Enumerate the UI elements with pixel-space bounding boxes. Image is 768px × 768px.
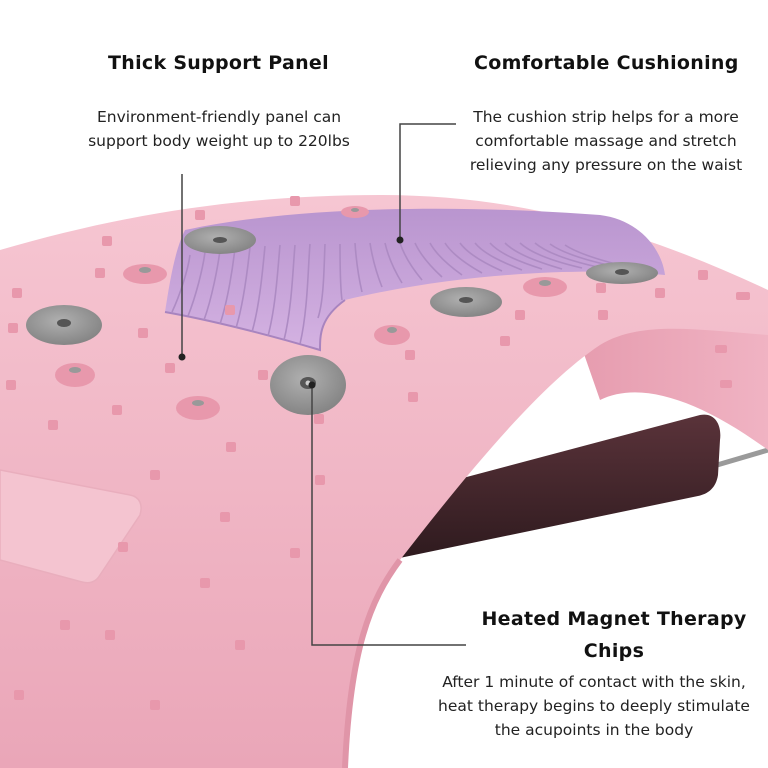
magnet-chips-desc-line: heat therapy begins to deeply stimulate	[438, 697, 750, 715]
magnet-chips-desc-line: the acupoints in the body	[494, 721, 694, 739]
magnet-chips-title-line: Chips	[583, 640, 645, 662]
panel-edge	[342, 558, 403, 768]
massage-nubs	[6, 196, 750, 710]
magnet-chip	[586, 262, 658, 284]
callout-support-panel	[178, 174, 186, 361]
magnet-chip	[184, 226, 256, 254]
cushioning-desc-line: comfortable massage and stretch	[475, 132, 737, 150]
foam-bar	[380, 414, 721, 560]
label-pad	[0, 469, 142, 584]
magnet-chips-title-line: Heated Magnet Therapy	[481, 608, 747, 630]
support-panel-desc-line: support body weight up to 220lbs	[88, 132, 350, 150]
cushioning-desc-line: relieving any pressure on the waist	[469, 156, 743, 174]
magnet-chips-description: After 1 minute of contact with the skin,…	[426, 670, 762, 742]
support-panel-desc-line: Environment-friendly panel can	[96, 108, 342, 126]
support-panel-title: Thick Support Panel	[108, 52, 329, 74]
callout-magnet-chips	[308, 381, 466, 646]
callout-cushioning	[396, 123, 456, 244]
cushion-strip	[164, 208, 665, 352]
cushioning-title: Comfortable Cushioning	[474, 52, 739, 74]
support-panel-description: Environment-friendly panel can support b…	[74, 105, 364, 153]
cushioning-desc-line: The cushion strip helps for a more	[473, 108, 739, 126]
magnet-chips-desc-line: After 1 minute of contact with the skin,	[442, 673, 746, 691]
cushioning-description: The cushion strip helps for a more comfo…	[454, 105, 758, 177]
magnet-chip	[270, 355, 346, 415]
magnet-chip	[430, 287, 502, 317]
support-panel	[0, 195, 768, 768]
magnet-chips-title: Heated Magnet Therapy Chips	[478, 603, 750, 667]
magnet-chips	[26, 226, 658, 415]
magnet-chip	[26, 305, 102, 345]
